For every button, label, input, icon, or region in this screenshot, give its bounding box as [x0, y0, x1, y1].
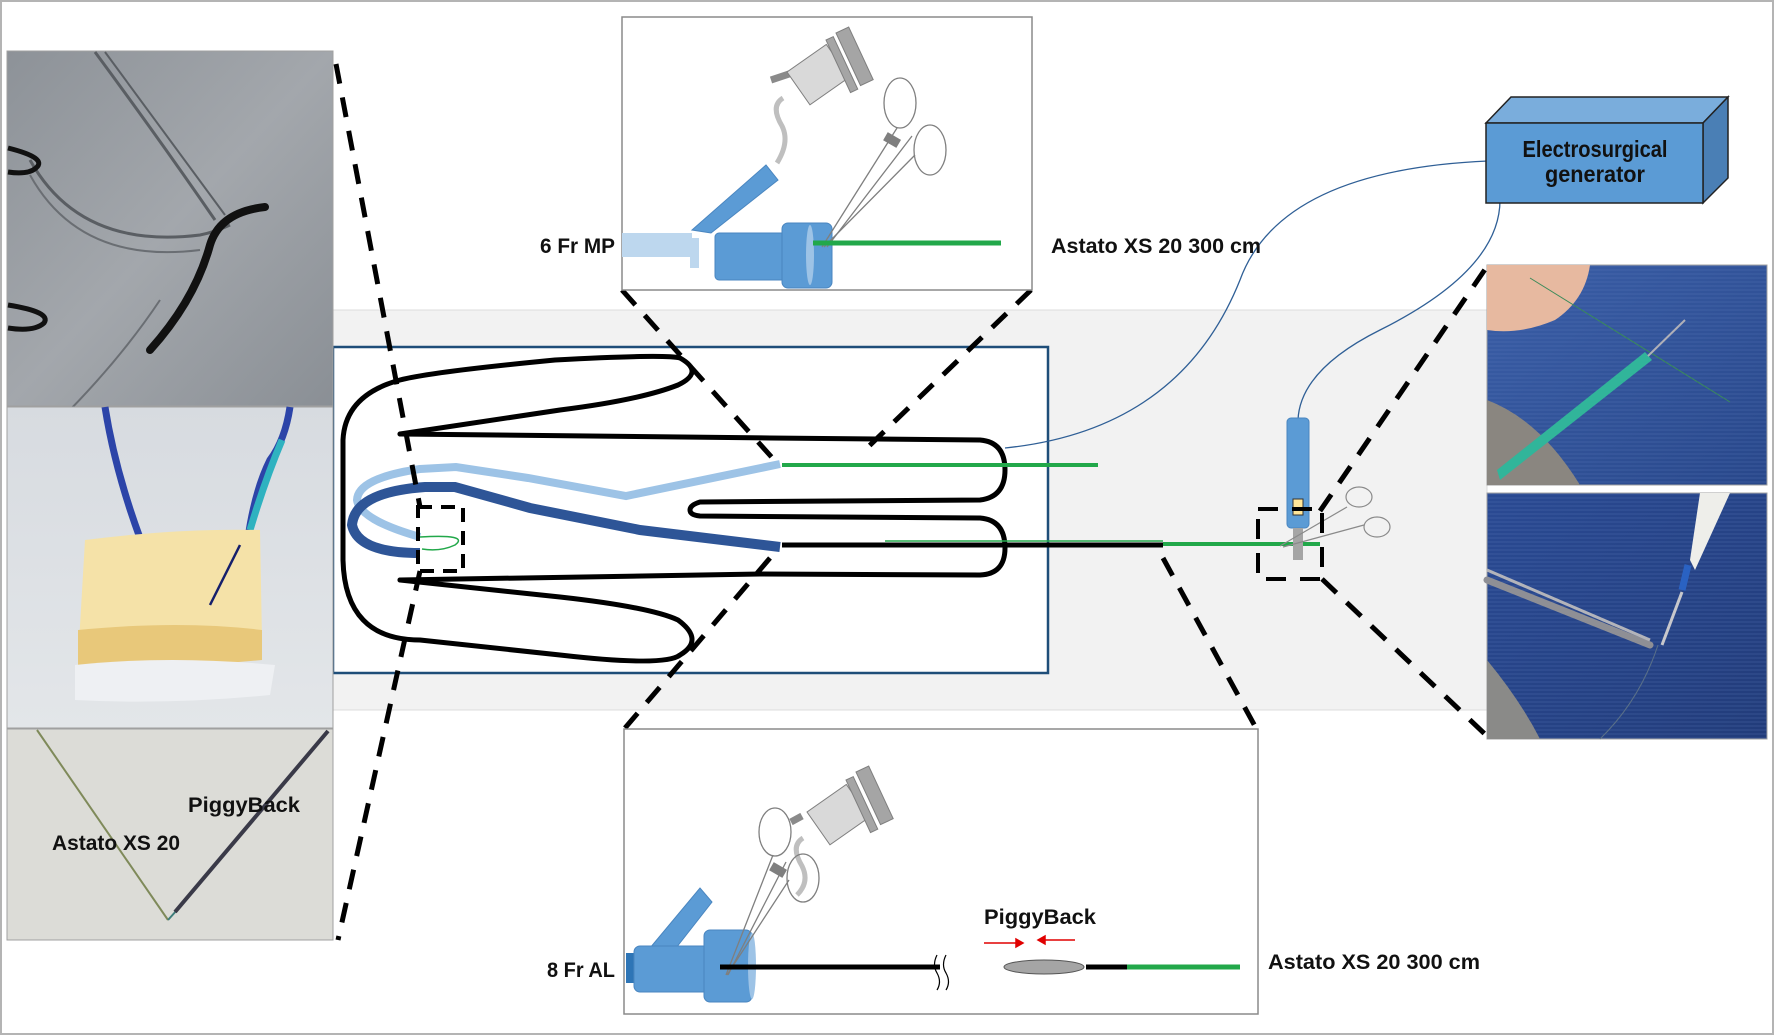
- scissors-icon: [821, 77, 947, 248]
- zoom-box-loop: [416, 505, 465, 573]
- photo-electrocautery: [1483, 492, 1768, 740]
- top-wire-label: Astato XS 20 300 cm: [1051, 235, 1261, 258]
- photo-fluoroscopy: [6, 50, 334, 421]
- piggyback-loop: [419, 535, 460, 551]
- push-arrows: [984, 934, 1075, 949]
- scissors-icon: [725, 807, 820, 976]
- syringe-icon: [769, 26, 874, 165]
- y-connector-icon: [622, 164, 833, 289]
- catheter-6fr-mp-light: [352, 460, 781, 541]
- scissors-small: [1279, 486, 1391, 548]
- top-catheter-label: 6 Fr MP: [540, 235, 615, 258]
- photo-bench-model: [6, 406, 334, 729]
- break-symbol: [933, 954, 950, 991]
- syringe-icon: [789, 765, 894, 897]
- generator-cable-2: [1297, 199, 1501, 421]
- photo-wires-v: [6, 728, 334, 941]
- top-inset: [621, 16, 1033, 291]
- projection-lines: [333, 63, 1491, 941]
- generator-label-line2: generator: [1545, 161, 1645, 187]
- photo-wire-tool: [1486, 264, 1768, 486]
- bottom-inset: [623, 728, 1259, 1015]
- electrosurgical-generator: [1484, 95, 1730, 205]
- generator-cable-1: [1004, 160, 1489, 449]
- photo-label-wire: Astato XS 20: [52, 832, 180, 855]
- bottom-wire-label: Astato XS 20 300 cm: [1268, 951, 1480, 974]
- photo-label-piggyback: PiggyBack: [188, 794, 300, 817]
- generator-label-line1: Electrosurgical: [1523, 136, 1668, 162]
- piggyback-balloon: [1003, 959, 1085, 975]
- catheter-8fr-al-dark: [346, 482, 781, 558]
- bottom-catheter-label: 8 Fr AL: [547, 959, 615, 982]
- electrosurgical-pen-tip: [1293, 528, 1303, 560]
- bottom-piggyback-label: PiggyBack: [984, 906, 1096, 929]
